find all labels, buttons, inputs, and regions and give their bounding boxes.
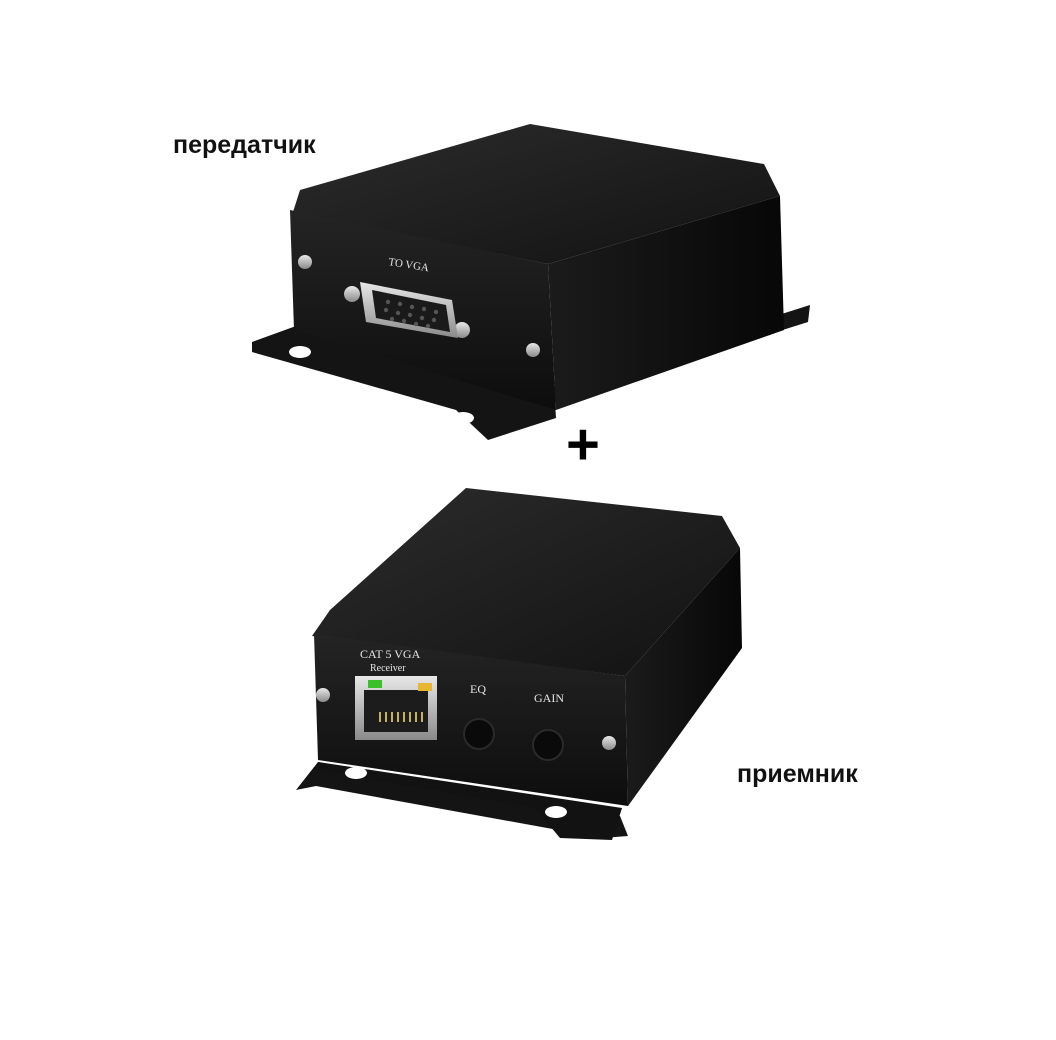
- transmitter-side: [548, 196, 784, 410]
- screw-icon: [602, 736, 616, 750]
- receiver-mount-hole-left: [345, 767, 367, 779]
- transmitter-top: [293, 124, 780, 264]
- vga-connector: [344, 282, 470, 338]
- receiver-subtitle: Receiver: [370, 663, 406, 674]
- transmitter-label: передатчик: [173, 131, 316, 159]
- receiver-title: CAT 5 VGA: [360, 647, 421, 661]
- screw-icon: [526, 343, 540, 357]
- eq-label: EQ: [470, 682, 486, 696]
- led-amber: [418, 683, 432, 691]
- led-green: [368, 680, 382, 688]
- screw-icon: [298, 255, 312, 269]
- receiver-side: [625, 548, 742, 806]
- gain-knob[interactable]: [532, 729, 564, 761]
- screw-icon: [316, 688, 330, 702]
- rj45-port: [355, 676, 437, 740]
- plus-sign: +: [566, 412, 600, 477]
- receiver-mount-hole-right: [545, 806, 567, 818]
- transmitter-mount-hole-right: [452, 412, 474, 424]
- receiver-top: [312, 488, 740, 676]
- transmitter-flange: [252, 305, 810, 440]
- receiver-device: CAT 5 VGA Receiver EQ GAIN: [296, 488, 742, 840]
- eq-knob[interactable]: [463, 718, 495, 750]
- transmitter-mount-hole-left: [289, 346, 311, 358]
- receiver-label: приемник: [737, 760, 858, 788]
- gain-label: GAIN: [534, 691, 564, 705]
- transmitter-device: TO VGA: [252, 124, 810, 440]
